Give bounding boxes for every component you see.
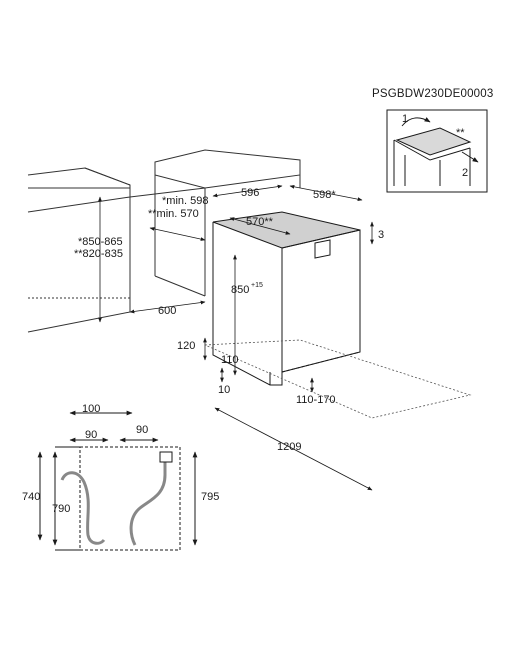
label-795: 795 — [201, 491, 219, 503]
label-740: 740 — [22, 491, 40, 503]
dim-570 — [229, 217, 291, 235]
product-code: PSGBDW230DE00003 — [372, 88, 493, 100]
label-stars: ** — [456, 127, 465, 139]
label-100: 100 — [82, 403, 100, 415]
label-10: 10 — [218, 384, 230, 396]
label-step-2: 2 — [462, 167, 468, 179]
label-850: 850 — [231, 284, 249, 296]
dishwasher-top — [212, 211, 361, 249]
dimension-lines — [98, 184, 374, 491]
label-step-1: 1 — [402, 113, 408, 125]
label-1209: 1209 — [277, 441, 301, 453]
door-handle — [314, 239, 331, 259]
label-790: 790 — [52, 503, 70, 515]
label-90-right: 90 — [136, 424, 148, 436]
label-850-865: *850-865 — [78, 236, 123, 248]
floor-plane — [204, 339, 472, 419]
label-600: 600 — [158, 305, 176, 317]
dim-596 — [212, 184, 283, 198]
dim-min — [149, 227, 206, 241]
inset-top-panel — [395, 127, 472, 156]
label-570: 570** — [246, 216, 274, 228]
label-596: 596 — [241, 187, 259, 199]
label-3: 3 — [378, 229, 384, 241]
dim-598 — [289, 184, 363, 202]
label-min-570: **min. 570 — [148, 208, 199, 220]
label-110-170: 110-170 — [296, 394, 336, 406]
label-820-835: **820-835 — [74, 248, 123, 260]
front-view-hoses — [37, 410, 198, 551]
label-110: 110 — [221, 354, 239, 366]
label-min-598: *min. 598 — [162, 195, 208, 207]
inset-frame — [386, 109, 488, 193]
drain-hose — [60, 471, 106, 545]
label-850-sup: +15 — [251, 282, 263, 289]
label-598: 598* — [313, 189, 336, 201]
arrow-step-2 — [461, 151, 479, 163]
front-view-outline — [79, 446, 181, 551]
water-inlet-hose — [129, 455, 167, 546]
inset-top-removal — [386, 109, 488, 193]
dim-600 — [129, 300, 206, 314]
inlet-valve — [159, 451, 173, 463]
dim-1209 — [214, 407, 373, 491]
label-120: 120 — [177, 340, 195, 352]
arrow-step-1 — [401, 117, 431, 127]
label-90-left: 90 — [85, 429, 97, 441]
